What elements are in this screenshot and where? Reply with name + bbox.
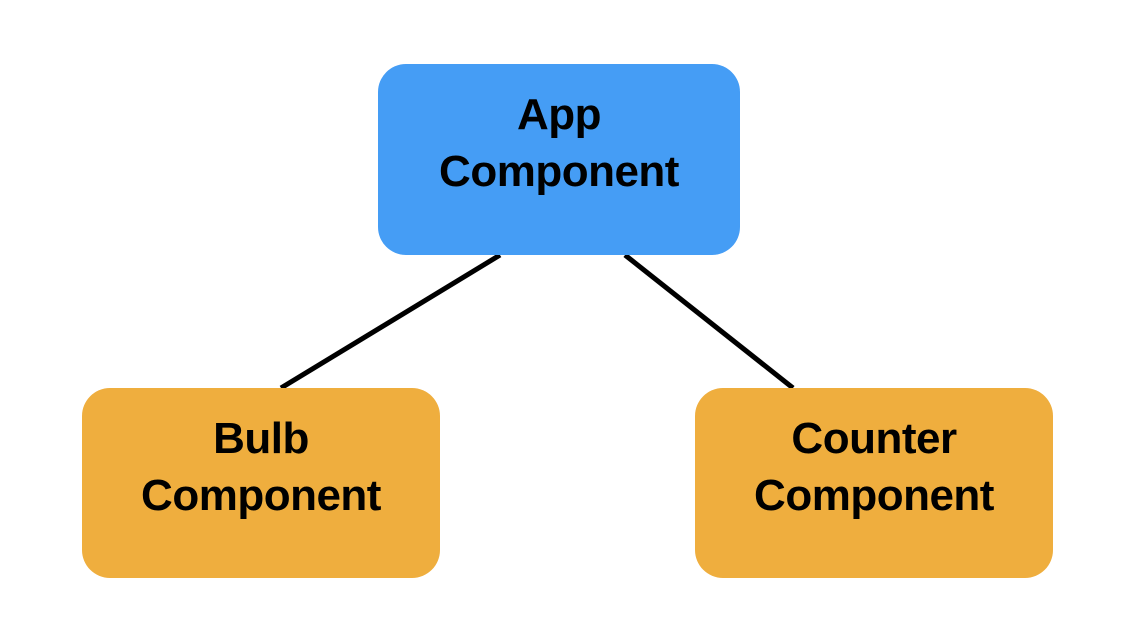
node-counter-component[interactable]: Counter Component [695,388,1053,578]
node-bulb-component[interactable]: Bulb Component [82,388,440,578]
connector-app-to-counter [623,253,795,390]
connector-app-to-bulb [279,252,502,391]
node-app-component-label: App Component [439,90,679,196]
node-counter-component-label: Counter Component [754,414,994,520]
node-app-component[interactable]: App Component [378,64,740,255]
node-bulb-component-label: Bulb Component [141,414,381,520]
